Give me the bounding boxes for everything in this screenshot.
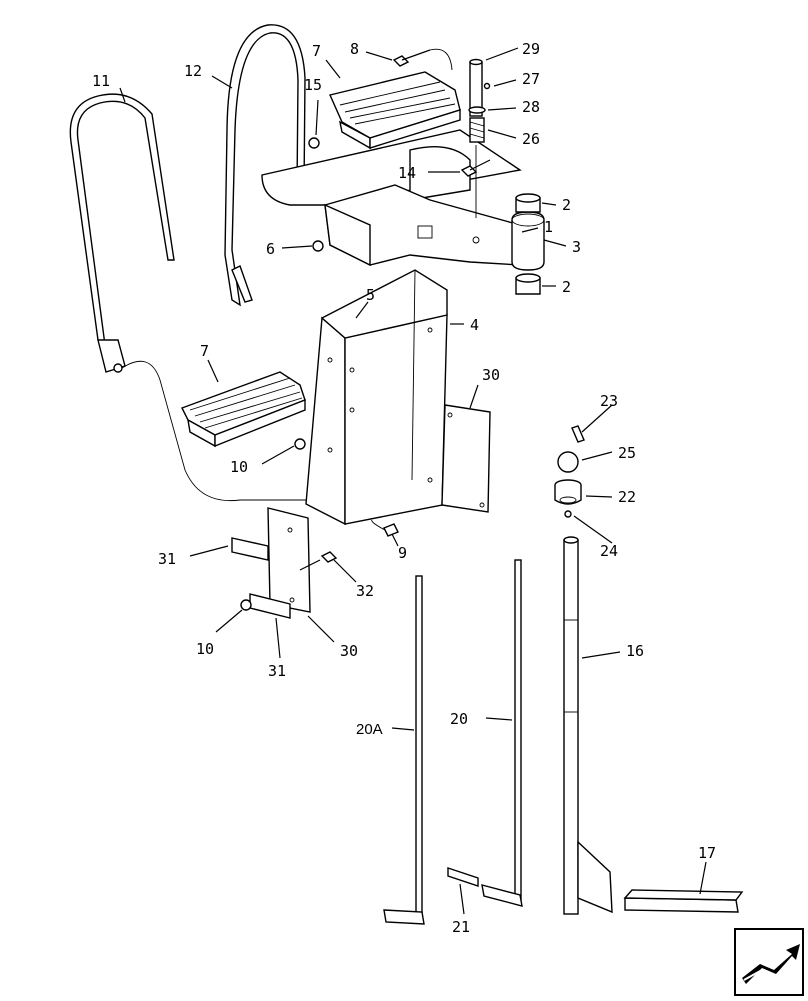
callout-21: 21	[452, 918, 470, 936]
bracket-17	[623, 889, 744, 913]
callout-2-lower: 2	[562, 278, 571, 296]
pin-24	[564, 510, 572, 518]
callout-24: 24	[600, 542, 618, 560]
upper-step-7	[329, 71, 461, 150]
callout-30-right: 30	[482, 366, 500, 384]
step-box-4	[305, 269, 448, 526]
callout-28: 28	[522, 98, 540, 116]
ball-25	[557, 451, 579, 473]
callout-17: 17	[698, 844, 716, 862]
plate-30-right	[441, 404, 491, 513]
callout-7-lower: 7	[200, 342, 209, 360]
callout-14: 14	[398, 164, 416, 182]
knob-22	[554, 479, 582, 505]
callout-1: 1	[544, 218, 553, 236]
step-21	[447, 867, 479, 887]
spring-26	[469, 117, 485, 143]
bolt-9	[371, 519, 399, 537]
lower-step-7	[181, 371, 306, 448]
callout-8: 8	[350, 40, 359, 58]
pin-23	[571, 425, 585, 443]
washer-28	[468, 106, 486, 114]
tube-16	[563, 536, 613, 915]
nut-10-upper	[294, 438, 306, 450]
bolt-32	[299, 551, 338, 571]
callout-9: 9	[398, 544, 407, 562]
callout-29: 29	[522, 40, 540, 58]
rod-20	[481, 559, 523, 907]
callout-2-upper: 2	[562, 196, 571, 214]
bushing-2-upper	[515, 193, 541, 213]
callout-3: 3	[572, 238, 581, 256]
callout-31-upper: 31	[158, 550, 176, 568]
bolt-14	[460, 159, 491, 177]
arrow-icon	[734, 928, 804, 996]
nut-15	[308, 137, 320, 149]
pin-29	[469, 58, 483, 117]
callout-25: 25	[618, 444, 636, 462]
mount-bracket-1	[324, 184, 545, 271]
callout-7-upper: 7	[312, 42, 321, 60]
callout-26: 26	[522, 130, 540, 148]
callout-11: 11	[92, 72, 110, 90]
callout-6: 6	[266, 240, 275, 258]
grease-fitting-27	[483, 82, 491, 90]
callout-20: 20	[450, 710, 468, 728]
callout-30-lower: 30	[340, 642, 358, 660]
bolt-8	[392, 48, 453, 71]
callout-12: 12	[184, 62, 202, 80]
nut-6	[312, 240, 324, 252]
callout-labels: 11 12 7 8 15 29 27 28 26 14 2 1 3 2 6 5 …	[92, 40, 716, 936]
handrail-11	[69, 93, 175, 373]
next-page-button[interactable]	[734, 928, 804, 996]
callout-23: 23	[600, 392, 618, 410]
callout-32: 32	[356, 582, 374, 600]
strip-31-upper	[231, 537, 269, 561]
plate-30-lower	[267, 507, 311, 613]
callout-16: 16	[626, 642, 644, 660]
upper-platform-plate	[261, 129, 522, 206]
rod-20a	[383, 575, 425, 925]
leader-lines	[119, 47, 707, 915]
bushing-2-lower	[515, 273, 541, 295]
callout-4: 4	[470, 316, 479, 334]
callout-5: 5	[366, 286, 375, 304]
callout-22: 22	[618, 488, 636, 506]
callout-31-lower: 31	[268, 662, 286, 680]
callout-10-lower: 10	[196, 640, 214, 658]
callout-10-upper: 10	[230, 458, 248, 476]
callout-15: 15	[304, 76, 322, 94]
nut-10-lower	[240, 599, 252, 611]
handrail-12	[224, 24, 306, 307]
callout-27: 27	[522, 70, 540, 88]
callout-20a: 20A	[356, 721, 383, 738]
